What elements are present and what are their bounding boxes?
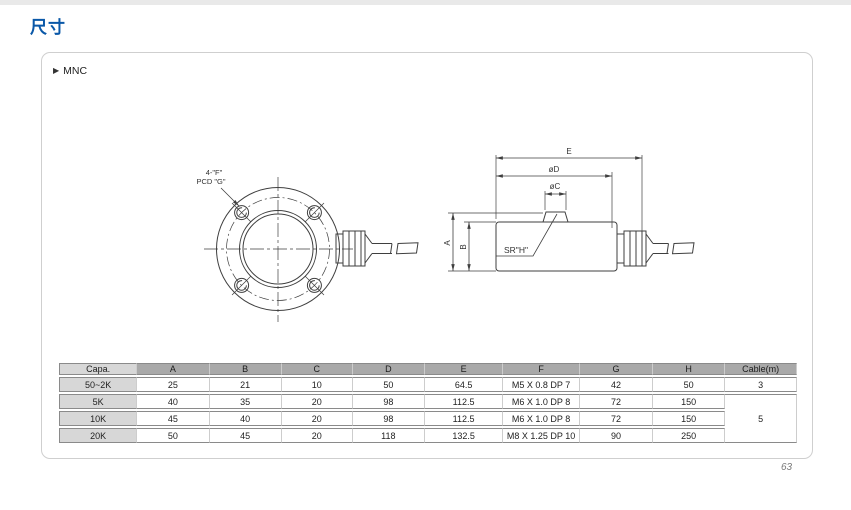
table-cell: 64.5: [425, 377, 504, 392]
table-cell: 50: [653, 377, 726, 392]
column-header: D: [352, 363, 425, 375]
table-cell: 20K: [59, 428, 138, 443]
column-header: C: [281, 363, 353, 375]
table-cell-cable-merged: 5: [725, 394, 797, 443]
section-label-text: MNC: [63, 65, 88, 77]
cable-gland-side: [616, 230, 695, 267]
pcd-bolt-circle: [226, 197, 330, 301]
table-cell: 50: [137, 428, 210, 443]
page-title: 尺寸: [30, 18, 66, 37]
table-cell: 50: [352, 377, 425, 392]
inner-circle-inner: [242, 213, 314, 285]
side-view: E øD øC A B SR"H": [443, 147, 695, 272]
bolt-note-leader: [220, 187, 240, 207]
cable-segment-front: [395, 242, 419, 255]
table-row: 10K 45 40 20 98 112.5 M6 X 1.0 DP 8 72 1…: [59, 411, 797, 426]
table-cell: 35: [209, 394, 282, 409]
table-cell: M6 X 1.0 DP 8: [503, 411, 580, 426]
sr-leader: [496, 213, 558, 257]
bolt-hole-top-right: [304, 202, 325, 223]
table-cell: 112.5: [425, 411, 504, 426]
column-header: H: [653, 363, 726, 375]
triangle-marker-icon: ▶: [53, 66, 60, 75]
section-label: ▶MNC: [53, 65, 87, 77]
table-cell: 50~2K: [59, 377, 138, 392]
table-cell: 42: [579, 377, 654, 392]
dim-label-B: B: [459, 244, 468, 249]
technical-drawing: 4-"F" PCD "G": [196, 147, 695, 322]
column-header: F: [503, 363, 580, 375]
table-cell: 150: [653, 411, 726, 426]
table-cell: 10K: [59, 411, 138, 426]
table-cell: 20: [281, 411, 353, 426]
table-cell: M8 X 1.25 DP 10: [503, 428, 580, 443]
bolt-note-line2: PCD "G": [196, 177, 225, 186]
dim-label-A: A: [443, 240, 452, 246]
dim-label-C: øC: [550, 182, 561, 191]
sr-label: SR"H": [504, 245, 528, 255]
column-header: E: [425, 363, 504, 375]
table-cell: 118: [352, 428, 425, 443]
table-cell: 20: [281, 428, 353, 443]
table-cell: 112.5: [425, 394, 504, 409]
table-cell: 90: [579, 428, 654, 443]
table-cell: 25: [137, 377, 210, 392]
outer-flange-circle: [216, 187, 340, 311]
top-strip: [0, 0, 851, 5]
page-number: 63: [781, 462, 793, 473]
table-cell: 98: [352, 394, 425, 409]
bolt-hole-top-left: [231, 202, 252, 223]
table-row: 20K 50 45 20 118 132.5 M8 X 1.25 DP 10 9…: [59, 428, 797, 443]
table-cell: 21: [209, 377, 282, 392]
table-cell: 150: [653, 394, 726, 409]
table-cell: 72: [579, 411, 654, 426]
cable-segment-side: [671, 242, 695, 255]
table-cell: 10: [281, 377, 353, 392]
table-row: 5K 40 35 20 98 112.5 M6 X 1.0 DP 8 72 15…: [59, 394, 797, 443]
table-row: 50~2K 25 21 10 50 64.5 M5 X 0.8 DP 7 42 …: [59, 377, 797, 392]
extension-lines: [448, 155, 643, 272]
front-view: 4-"F" PCD "G": [196, 168, 419, 322]
table-cell: M6 X 1.0 DP 8: [503, 394, 580, 409]
table-cell: 5K: [59, 394, 138, 409]
table-cell: 3: [725, 377, 797, 392]
table-cell: 98: [352, 411, 425, 426]
column-header: B: [209, 363, 282, 375]
table-cell: 20: [281, 394, 353, 409]
table-cell: 45: [209, 428, 282, 443]
table-cell: 40: [137, 394, 210, 409]
load-button: [542, 211, 569, 223]
inner-circle-outer: [239, 210, 317, 288]
table-cell: M5 X 0.8 DP 7: [503, 377, 580, 392]
dim-label-E: E: [566, 147, 571, 156]
table-cell: 45: [137, 411, 210, 426]
bolt-note-line1: 4-"F": [206, 168, 223, 177]
column-header: Capa.: [59, 363, 138, 375]
bolt-hole-bottom-right: [304, 275, 325, 296]
table-cell: 132.5: [425, 428, 504, 443]
column-header: Cable(m): [725, 363, 797, 375]
table-cell: 250: [653, 428, 726, 443]
table-header-row: Capa. A B C D E F G H Cable(m): [59, 363, 797, 375]
bolt-hole-bottom-left: [231, 275, 252, 296]
dim-label-D: øD: [549, 165, 560, 174]
dimension-table: Capa. A B C D E F G H Cable(m) 50~2K 25 …: [59, 361, 797, 445]
column-header: A: [137, 363, 210, 375]
table-cell: 72: [579, 394, 654, 409]
cable-gland-front: [335, 230, 419, 267]
column-header: G: [579, 363, 654, 375]
table-cell: 40: [209, 411, 282, 426]
